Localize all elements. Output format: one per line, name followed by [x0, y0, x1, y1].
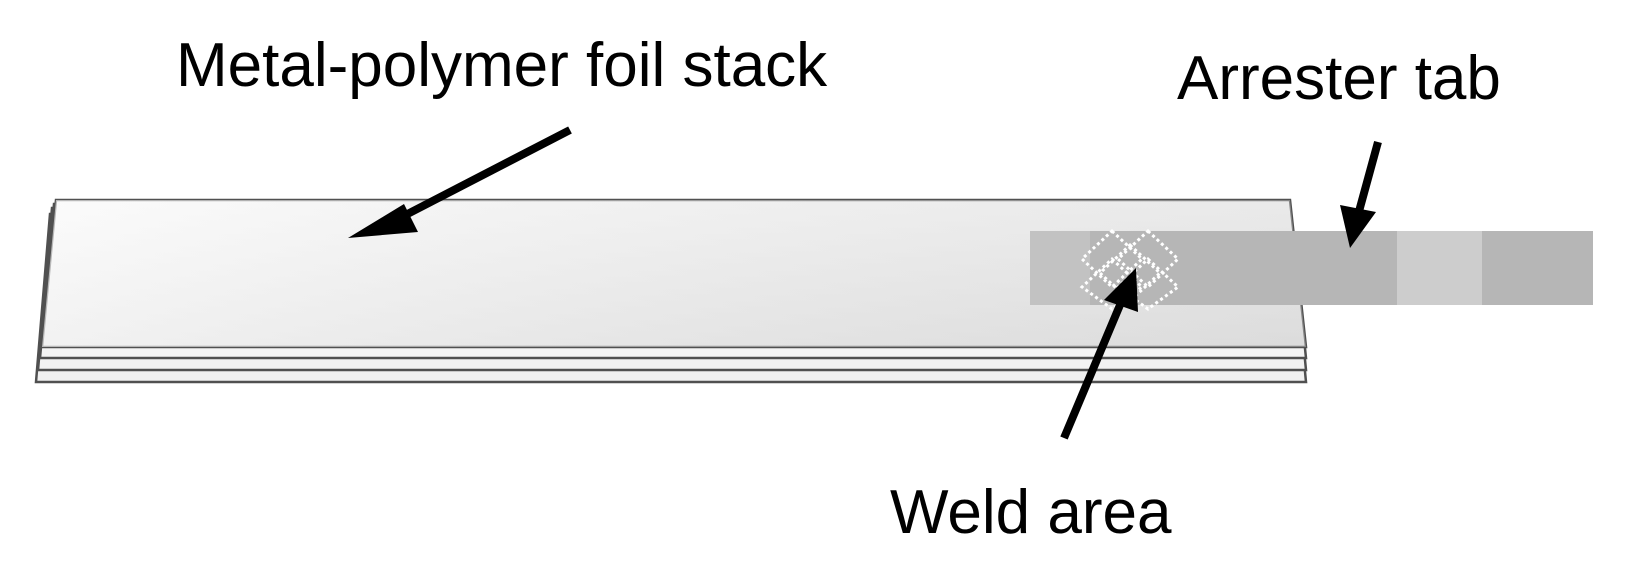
arrester-tab-light-segment: [1397, 231, 1482, 305]
arrester-tab-arrow-shaft: [1354, 140, 1382, 217]
foil-stack-label: Metal-polymer foil stack: [176, 31, 828, 100]
weld-area-label: Weld area: [890, 478, 1172, 547]
weld-area-arrow-shaft: [1060, 303, 1124, 440]
foil-stack-arrowhead: [348, 204, 418, 238]
arrester-tab-shade-left: [1030, 231, 1090, 305]
arrows: [348, 126, 1382, 440]
foil-stack-arrow-shaft: [390, 126, 572, 226]
arrester-tab-arrowhead: [1340, 205, 1376, 248]
weld-area-arrowhead: [1104, 268, 1138, 312]
weld-area: [1079, 228, 1181, 311]
arrester-tab-label: Arrester tab: [1177, 44, 1501, 113]
